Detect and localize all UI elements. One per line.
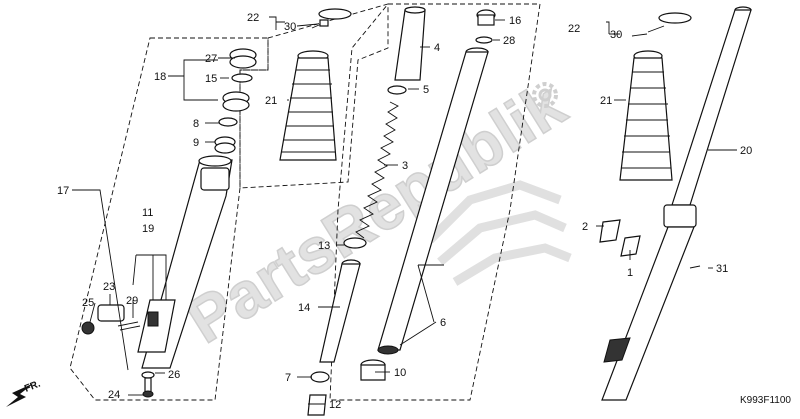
callout-22-left: 22	[247, 12, 259, 24]
fork-collar	[394, 6, 426, 81]
callout-21-right: 21	[600, 95, 612, 107]
callout-30-right: 30	[610, 29, 622, 41]
boot-band-clip-left	[311, 8, 352, 29]
callout-6: 6	[440, 317, 446, 329]
callout-3: 3	[402, 160, 408, 172]
callout-22-right: 22	[568, 23, 580, 35]
callout-15: 15	[205, 73, 217, 85]
callout-11: 11	[142, 207, 153, 219]
direction-label: FR.	[23, 378, 42, 394]
left-fork-leg	[137, 155, 233, 369]
callout-9: 9	[193, 137, 199, 149]
callout-16: 16	[509, 15, 521, 27]
callout-20: 20	[740, 145, 752, 157]
right-fork-assembly	[601, 6, 752, 401]
front-direction-arrow: FR.	[6, 378, 42, 407]
fork-spring	[355, 101, 399, 239]
callout-21-left: 21	[265, 95, 277, 107]
callout-4: 4	[434, 42, 440, 54]
callout-18: 18	[154, 71, 166, 83]
left-fork-group-boundary	[69, 37, 269, 401]
piston-ring	[343, 237, 367, 249]
drain-bolt	[141, 371, 155, 398]
callout-8: 8	[193, 118, 199, 130]
seal-stack	[214, 48, 257, 154]
callout-30-left: 30	[284, 21, 296, 33]
callout-24: 24	[108, 389, 120, 401]
bolt-cap	[475, 9, 496, 44]
callout-25: 25	[82, 297, 94, 309]
spring-seat	[387, 85, 407, 95]
callout-1: 1	[627, 267, 633, 279]
callout-7: 7	[285, 372, 291, 384]
dust-boot-right	[619, 50, 673, 181]
tube-bushing	[360, 359, 386, 381]
callout-12: 12	[329, 399, 341, 411]
callout-19: 19	[142, 223, 154, 235]
callout-29: 29	[126, 295, 138, 307]
callout-13: 13	[318, 240, 330, 252]
fork-piston	[319, 259, 361, 363]
callout-2: 2	[582, 221, 588, 233]
leader-lines	[72, 16, 737, 405]
inner-parts-group-boundary	[329, 3, 541, 401]
callout-28: 28	[503, 35, 515, 47]
left-axle-holder-parts	[81, 304, 141, 335]
boot-band-clip-right	[647, 12, 692, 33]
callout-14: 14	[298, 302, 310, 314]
callout-23: 23	[103, 281, 115, 293]
dust-boot-left	[279, 50, 337, 161]
oil-lock-piece	[307, 371, 330, 416]
fork-tube	[377, 47, 489, 355]
callout-31: 31	[716, 263, 728, 275]
callout-27: 27	[205, 53, 217, 65]
callout-10: 10	[394, 367, 406, 379]
callout-5: 5	[423, 84, 429, 96]
callout-labels: 22 30 27 15 18 8 9 17 11 19 23 25 29 26 …	[57, 12, 752, 411]
dust-seal-group-boundary	[239, 3, 389, 189]
callout-26: 26	[168, 369, 180, 381]
gear-icon	[532, 82, 558, 108]
brake-hose-clamp	[599, 219, 701, 269]
callout-17: 17	[57, 185, 69, 197]
diagram-code: K993F1100	[740, 395, 791, 406]
